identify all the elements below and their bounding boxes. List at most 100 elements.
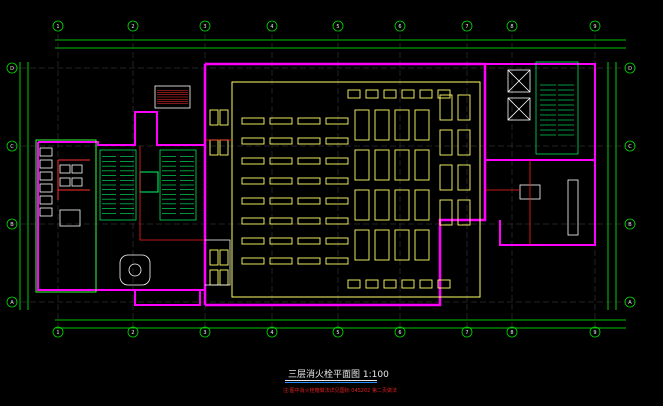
left-wing-walls [37, 111, 206, 306]
dining-table [297, 157, 321, 165]
drawing-title: 三层消火栓平面图 1:100 [288, 370, 389, 380]
axis-bubble [624, 62, 636, 74]
axis-bubble-label: 1 [56, 330, 59, 336]
side-table [439, 199, 453, 226]
axis-bubble [6, 296, 18, 308]
elevator-left [139, 171, 159, 193]
axis-bubble [332, 326, 344, 338]
axis-bubble [624, 140, 636, 152]
booth-table [394, 229, 410, 261]
axis-bubble [266, 20, 278, 32]
title-underline [285, 380, 377, 381]
booth-seat [419, 279, 433, 289]
booth-table [354, 149, 370, 181]
axis-bubble-label: C [10, 144, 14, 150]
stair-left-1 [99, 149, 137, 221]
stair-left-2 [159, 149, 197, 221]
dining-table [297, 117, 321, 125]
axis-bubble [461, 20, 473, 32]
left-wing-green-outline [35, 139, 97, 293]
wall-seat [209, 139, 219, 156]
axis-bubble [461, 326, 473, 338]
wall-seat [209, 269, 219, 286]
booth-table [354, 229, 370, 261]
dining-table [269, 257, 293, 265]
dining-table [297, 217, 321, 225]
axis-bubble-label: 4 [270, 330, 273, 336]
dining-table [269, 197, 293, 205]
booth-table [394, 189, 410, 221]
drawing-note: 注:图中消火栓箱做法详见国标 04S202 第二页做法 [283, 388, 397, 394]
axis-bubble-label: 2 [131, 330, 134, 336]
dining-table [297, 237, 321, 245]
axis-bubble-label: C [628, 144, 632, 150]
dining-table [297, 137, 321, 145]
axis-bubble [589, 20, 601, 32]
axis-bubble-label: 2 [131, 24, 134, 30]
booth-seat [347, 89, 361, 99]
dining-table [325, 197, 349, 205]
main-hall-walls [203, 62, 487, 307]
booth-seat [419, 89, 433, 99]
axis-bubble [332, 20, 344, 32]
booth-seat [401, 89, 415, 99]
fire-hydrant-pipes [139, 139, 531, 245]
restroom-fixtures [39, 147, 83, 227]
axis-bubble [394, 20, 406, 32]
axis-bubble [6, 218, 18, 230]
axis-bubble-label: A [10, 300, 14, 306]
title-underline-blue [285, 382, 377, 383]
side-table [457, 199, 471, 226]
booth-table [414, 149, 430, 181]
axis-bubble-label: D [628, 66, 632, 72]
wall-seat [219, 249, 229, 266]
booth-table [414, 229, 430, 261]
axis-bubble [6, 62, 18, 74]
booth-seat [347, 279, 361, 289]
side-table [457, 94, 471, 121]
axis-bubble-label: 7 [465, 330, 468, 336]
wall-seat [219, 269, 229, 286]
dining-table [325, 257, 349, 265]
dining-table [241, 177, 265, 185]
booth-seat [437, 89, 451, 99]
booth-seat [383, 89, 397, 99]
axis-bubble [624, 296, 636, 308]
booth-table [354, 189, 370, 221]
axis-bubble [199, 20, 211, 32]
dining-table [241, 137, 265, 145]
side-table [439, 129, 453, 156]
axis-bubble-label: 4 [270, 24, 273, 30]
booth-table [394, 109, 410, 141]
axis-bubble-label: 6 [398, 24, 401, 30]
stair-left-2-steps [162, 156, 194, 214]
dining-table [269, 137, 293, 145]
dining-table [325, 217, 349, 225]
axis-bubble [199, 326, 211, 338]
booth-table [414, 109, 430, 141]
axis-bubble-label: 5 [336, 24, 339, 30]
right-stair [535, 61, 579, 155]
booth-seat [365, 89, 379, 99]
booth-table [374, 229, 390, 261]
dining-table [269, 157, 293, 165]
stair-left-1-steps [102, 156, 134, 214]
axis-bubble-label: D [10, 66, 14, 72]
axis-bubble-label: 7 [465, 24, 468, 30]
axis-bubble [394, 326, 406, 338]
axis-bubble-label: 8 [510, 24, 513, 30]
right-lower-fixtures [519, 179, 579, 236]
booth-table [374, 149, 390, 181]
dining-table [241, 217, 265, 225]
axis-bubble [6, 140, 18, 152]
axis-bubble-label: 1 [56, 24, 59, 30]
axis-bubble-label: 6 [398, 330, 401, 336]
lower-left-fixtures [119, 239, 231, 286]
restroom-partitions [57, 159, 90, 200]
axis-bubble-label: A [628, 300, 632, 306]
side-table [457, 129, 471, 156]
dining-table [241, 237, 265, 245]
wall-seat [219, 109, 229, 126]
axis-bubble-label: 3 [203, 24, 206, 30]
